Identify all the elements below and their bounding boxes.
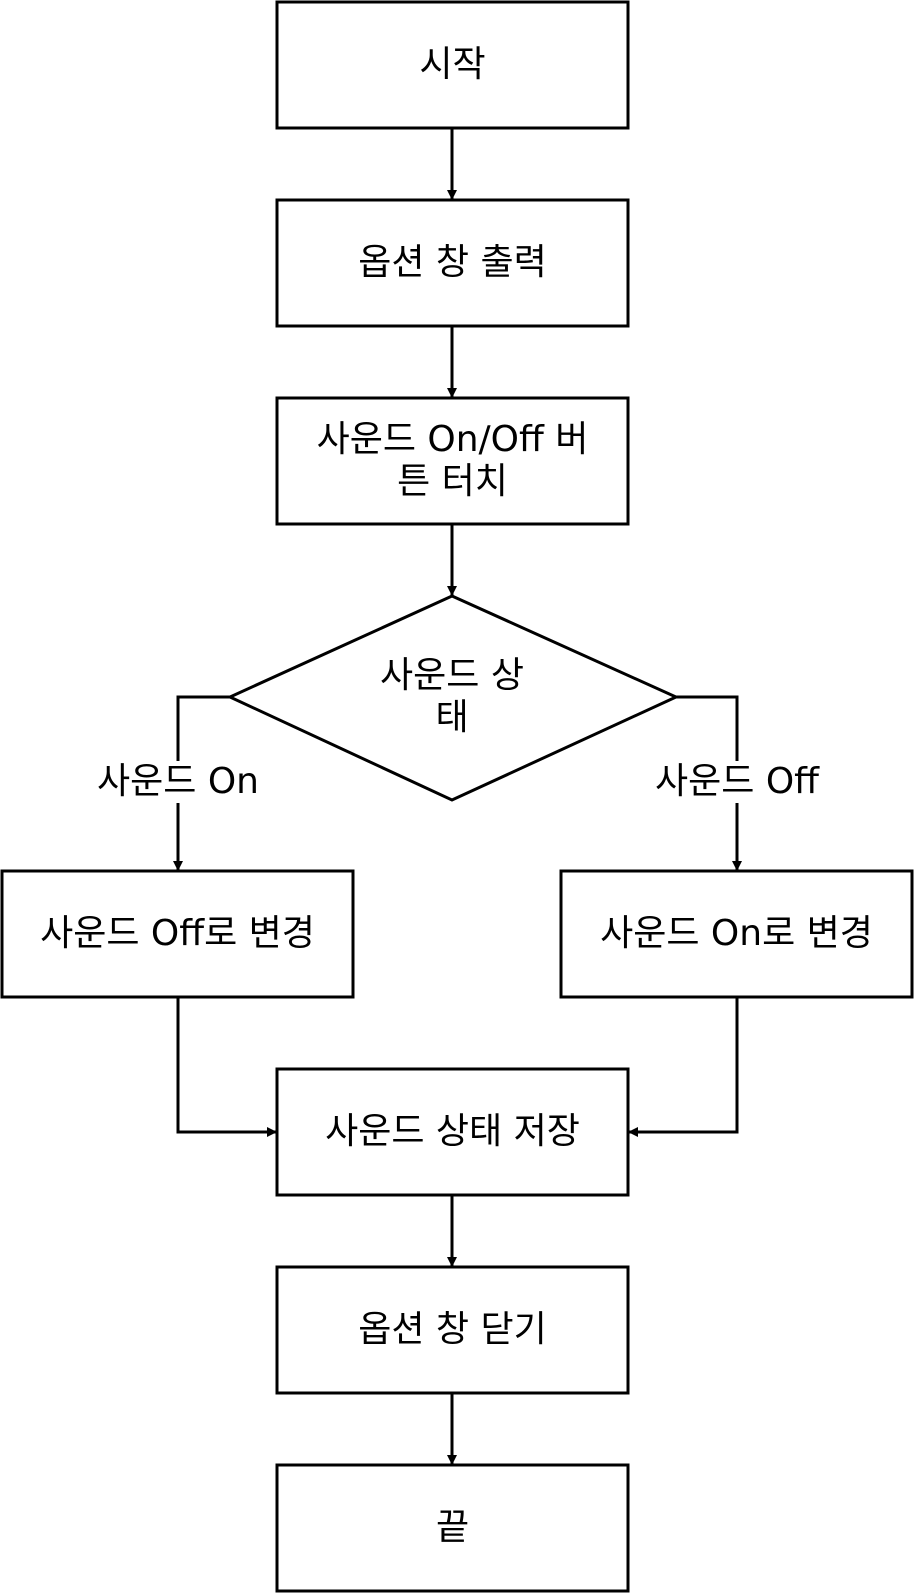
show-options-label: 옵션 창 출력 — [358, 242, 547, 283]
change-to-on-label: 사운드 On로 변경 — [600, 913, 873, 954]
arrow-change-off-to-save — [176, 997, 277, 1137]
close-options-box — [275, 1265, 630, 1395]
start-box — [275, 0, 630, 130]
change-to-on-box — [559, 869, 914, 999]
sound-state-decision — [226, 594, 680, 802]
branch-off-label: 사운드 Off — [651, 761, 823, 803]
save-state-box — [275, 1067, 630, 1197]
arrow-decision-to-change-off — [173, 695, 230, 871]
start-label: 시작 — [419, 44, 486, 85]
show-options-box — [275, 198, 630, 328]
arrow-change-on-to-save — [628, 997, 739, 1137]
change-to-off-box — [0, 869, 355, 999]
sound-state-label: 사운드 상 태 — [380, 655, 524, 738]
change-to-off-label: 사운드 Off로 변경 — [40, 913, 315, 954]
close-options-label: 옵션 창 닫기 — [358, 1309, 547, 1350]
end-box — [275, 1463, 630, 1593]
touch-button-label: 사운드 On/Off 버 튼 터치 — [316, 419, 589, 502]
branch-on-label: 사운드 On — [93, 761, 263, 803]
end-label: 끝 — [435, 1507, 470, 1548]
save-state-label: 사운드 상태 저장 — [325, 1111, 580, 1152]
arrow-decision-to-change-on — [676, 695, 742, 871]
